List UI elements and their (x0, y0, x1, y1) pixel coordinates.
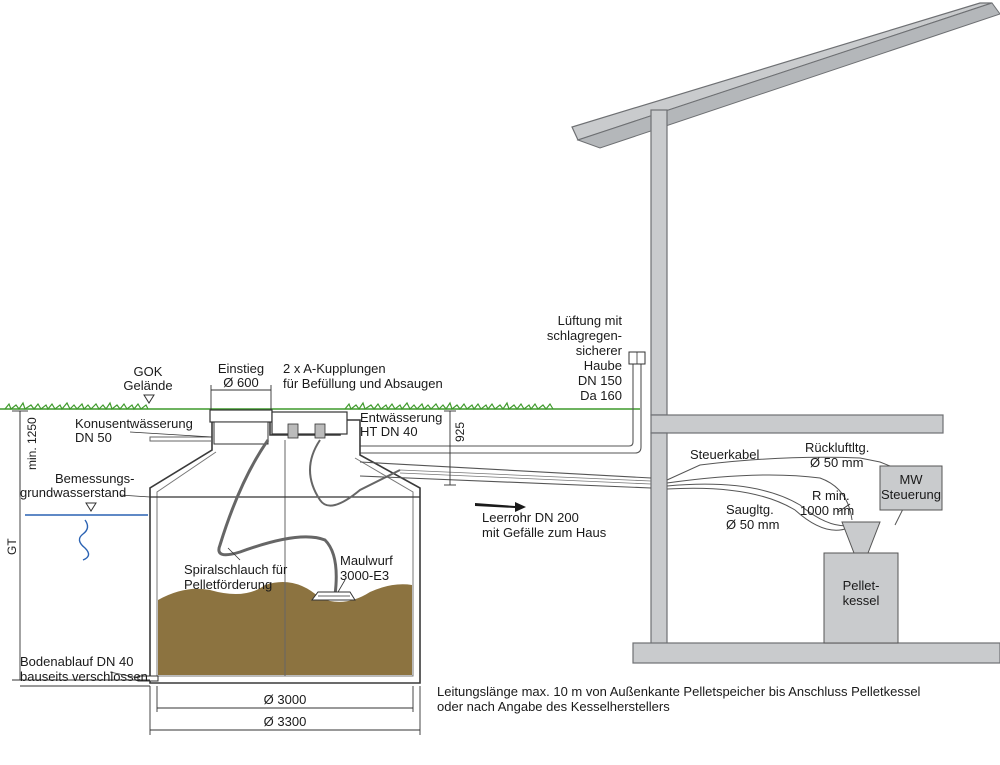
house-wall-upper (650, 109, 668, 416)
mw-control-box (879, 465, 943, 511)
label-925: 925 (453, 422, 467, 442)
coupling-2 (314, 423, 326, 439)
pellet-tank (137, 409, 421, 684)
label-note-1: Leitungslänge max. 10 m von Außenkante P… (437, 684, 921, 699)
label-rueckluft-2: Ø 50 mm (810, 455, 863, 470)
label-einstieg: Einstieg (218, 361, 264, 376)
label-lueftung-6: Da 160 (580, 388, 622, 403)
leerrohr-top (359, 461, 652, 479)
radius-arrow (837, 503, 851, 513)
bottom-drain (137, 675, 159, 682)
label-bemessung-1: Bemessungs- (55, 471, 134, 486)
groundwater-symbol (25, 502, 148, 561)
label-lueftung-4: Haube (584, 358, 622, 373)
label-dia3000: Ø 3000 (264, 692, 307, 707)
label-pellet-2: kessel (843, 593, 880, 608)
suction-hose-in-tank (309, 439, 401, 507)
label-lueftung-3: sicherer (576, 343, 623, 358)
conduit (359, 456, 906, 531)
vent-pipe (355, 351, 646, 454)
label-mw-2: Steuerung (881, 487, 941, 502)
ground (0, 401, 640, 411)
slope-arrow (475, 502, 526, 512)
water-squiggle (78, 519, 90, 561)
ceiling-slab (650, 414, 944, 434)
return-air-line (666, 474, 853, 521)
label-kupplungen-1: 2 x A-Kupplungen (283, 361, 386, 376)
suction-line-2 (666, 487, 849, 531)
label-boden-1: Bodenablauf DN 40 (20, 654, 133, 669)
leader-maulwurf (337, 579, 346, 593)
label-steuerkabel: Steuerkabel (690, 447, 759, 462)
label-rmin-1: R min. (812, 488, 850, 503)
leader-boden (109, 671, 139, 679)
label-dia3300: Ø 3300 (264, 714, 307, 729)
label-bemessung-2: grundwasserstand (20, 485, 126, 500)
water-triangle (85, 502, 97, 512)
label-spiral-2: Pelletförderung (184, 577, 272, 592)
label-note-2: oder nach Angabe des Kesselherstellers (437, 699, 670, 714)
label-konus-2: DN 50 (75, 430, 112, 445)
labels: GOK Gelände Einstieg Ø 600 2 x A-Kupplun… (5, 313, 941, 729)
label-leerrohr-1: Leerrohr DN 200 (482, 510, 579, 525)
label-gt: GT (5, 538, 19, 555)
control-cable (666, 456, 906, 526)
label-gok: GOK (134, 364, 163, 379)
roof-edge (576, 2, 1000, 149)
label-mw-1: MW (899, 472, 923, 487)
label-lueftung-1: Lüftung mit (558, 313, 623, 328)
leader-konus (129, 431, 213, 438)
boiler-hopper (841, 521, 881, 554)
dimensions (12, 385, 456, 735)
conduit-line-2 (399, 472, 652, 485)
label-leerrohr-2: mit Gefälle zum Haus (482, 525, 607, 540)
gok-triangle (143, 394, 155, 404)
label-pellet-1: Pellet- (843, 578, 880, 593)
vent-pipe-inner (355, 362, 634, 447)
label-kupplungen-2: für Befüllung und Absaugen (283, 376, 443, 391)
vent-pipe-outer (355, 362, 642, 454)
conduit-line-1 (399, 469, 652, 482)
label-lueftung-2: schlagregen- (547, 328, 622, 343)
label-boden-2: bauseits verschlossen (20, 669, 148, 684)
leerrohr-bottom (359, 475, 652, 489)
house-wall-lower (650, 432, 668, 649)
suction-line (666, 483, 854, 527)
label-entw-1: Entwässerung (360, 410, 442, 425)
label-saug-1: Saugltg. (726, 502, 774, 517)
spiral-hose (217, 439, 338, 596)
label-maulwurf-1: Maulwurf (340, 553, 393, 568)
leader-bemessung (119, 494, 151, 498)
label-min1250: min. 1250 (25, 417, 39, 470)
konus-drain-pipe (149, 436, 212, 442)
manhole-inner (213, 421, 269, 445)
label-spiral-1: Spiralschlauch für (184, 562, 288, 577)
label-lueftung-5: DN 150 (578, 373, 622, 388)
floor-slab (632, 642, 1000, 664)
house (571, 2, 1000, 664)
label-einstieg-dia: Ø 600 (223, 375, 258, 390)
label-rmin-2: 1000 mm (800, 503, 854, 518)
coupling-1 (287, 423, 299, 439)
grass (4, 401, 554, 411)
manhole-collar (209, 409, 273, 423)
coupling-housing (271, 411, 348, 435)
label-konus-1: Konusentwässerung (75, 416, 193, 431)
label-maulwurf-2: 3000-E3 (340, 568, 389, 583)
pellet-boiler (823, 465, 943, 644)
boiler-body (823, 552, 899, 644)
label-gelaende: Gelände (123, 378, 172, 393)
label-saug-2: Ø 50 mm (726, 517, 779, 532)
label-entw-2: HT DN 40 (360, 424, 418, 439)
label-rueckluft-1: Rückluftltg. (805, 440, 869, 455)
leader-spiral (227, 547, 241, 561)
